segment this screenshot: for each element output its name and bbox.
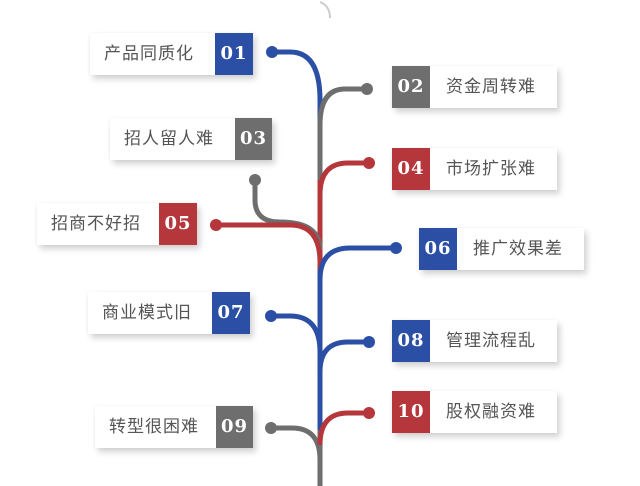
item-05-label: 招商不好招	[51, 214, 141, 234]
node-10	[363, 407, 375, 419]
branch-09	[272, 425, 323, 461]
node-07	[265, 310, 277, 322]
item-07-label: 商业模式旧	[102, 303, 192, 323]
branch-03	[252, 180, 323, 251]
item-04-label: 市场扩张难	[446, 159, 536, 179]
item-05-badge: 05	[159, 203, 197, 245]
item-09-badge: 09	[216, 406, 253, 448]
item-08-badge: 08	[392, 320, 430, 362]
node-08	[363, 336, 375, 348]
node-04	[363, 157, 375, 169]
branch-06	[317, 245, 395, 281]
node-06	[390, 242, 402, 254]
branch-05	[217, 222, 323, 263]
item-10-badge: 10	[392, 391, 430, 433]
branch-01	[270, 49, 323, 101]
item-06-label: 推广效果差	[473, 239, 563, 259]
branch-07	[272, 313, 323, 353]
trunk-top-stub	[319, 1, 331, 19]
item-09-label: 转型很困难	[109, 417, 199, 437]
item-08-label: 管理流程乱	[446, 331, 536, 351]
item-07-badge: 07	[212, 292, 250, 334]
branch-04	[317, 160, 368, 196]
node-09	[265, 422, 277, 434]
node-02	[361, 83, 373, 95]
item-01-badge: 01	[215, 33, 253, 75]
node-01	[266, 46, 278, 58]
item-04-badge: 04	[392, 148, 430, 190]
branch-10	[317, 410, 368, 446]
item-01-label: 产品同质化	[104, 44, 194, 64]
item-03-label: 招人留人难	[124, 129, 214, 149]
item-02-label: 资金周转难	[446, 77, 536, 97]
item-03-badge: 03	[235, 118, 272, 160]
item-06-badge: 06	[419, 228, 457, 270]
node-05	[210, 219, 222, 231]
item-10-label: 股权融资难	[446, 402, 536, 422]
node-03	[249, 174, 261, 186]
item-02-badge: 02	[392, 66, 430, 108]
branch-08	[317, 339, 368, 373]
branch-02	[317, 86, 366, 180]
